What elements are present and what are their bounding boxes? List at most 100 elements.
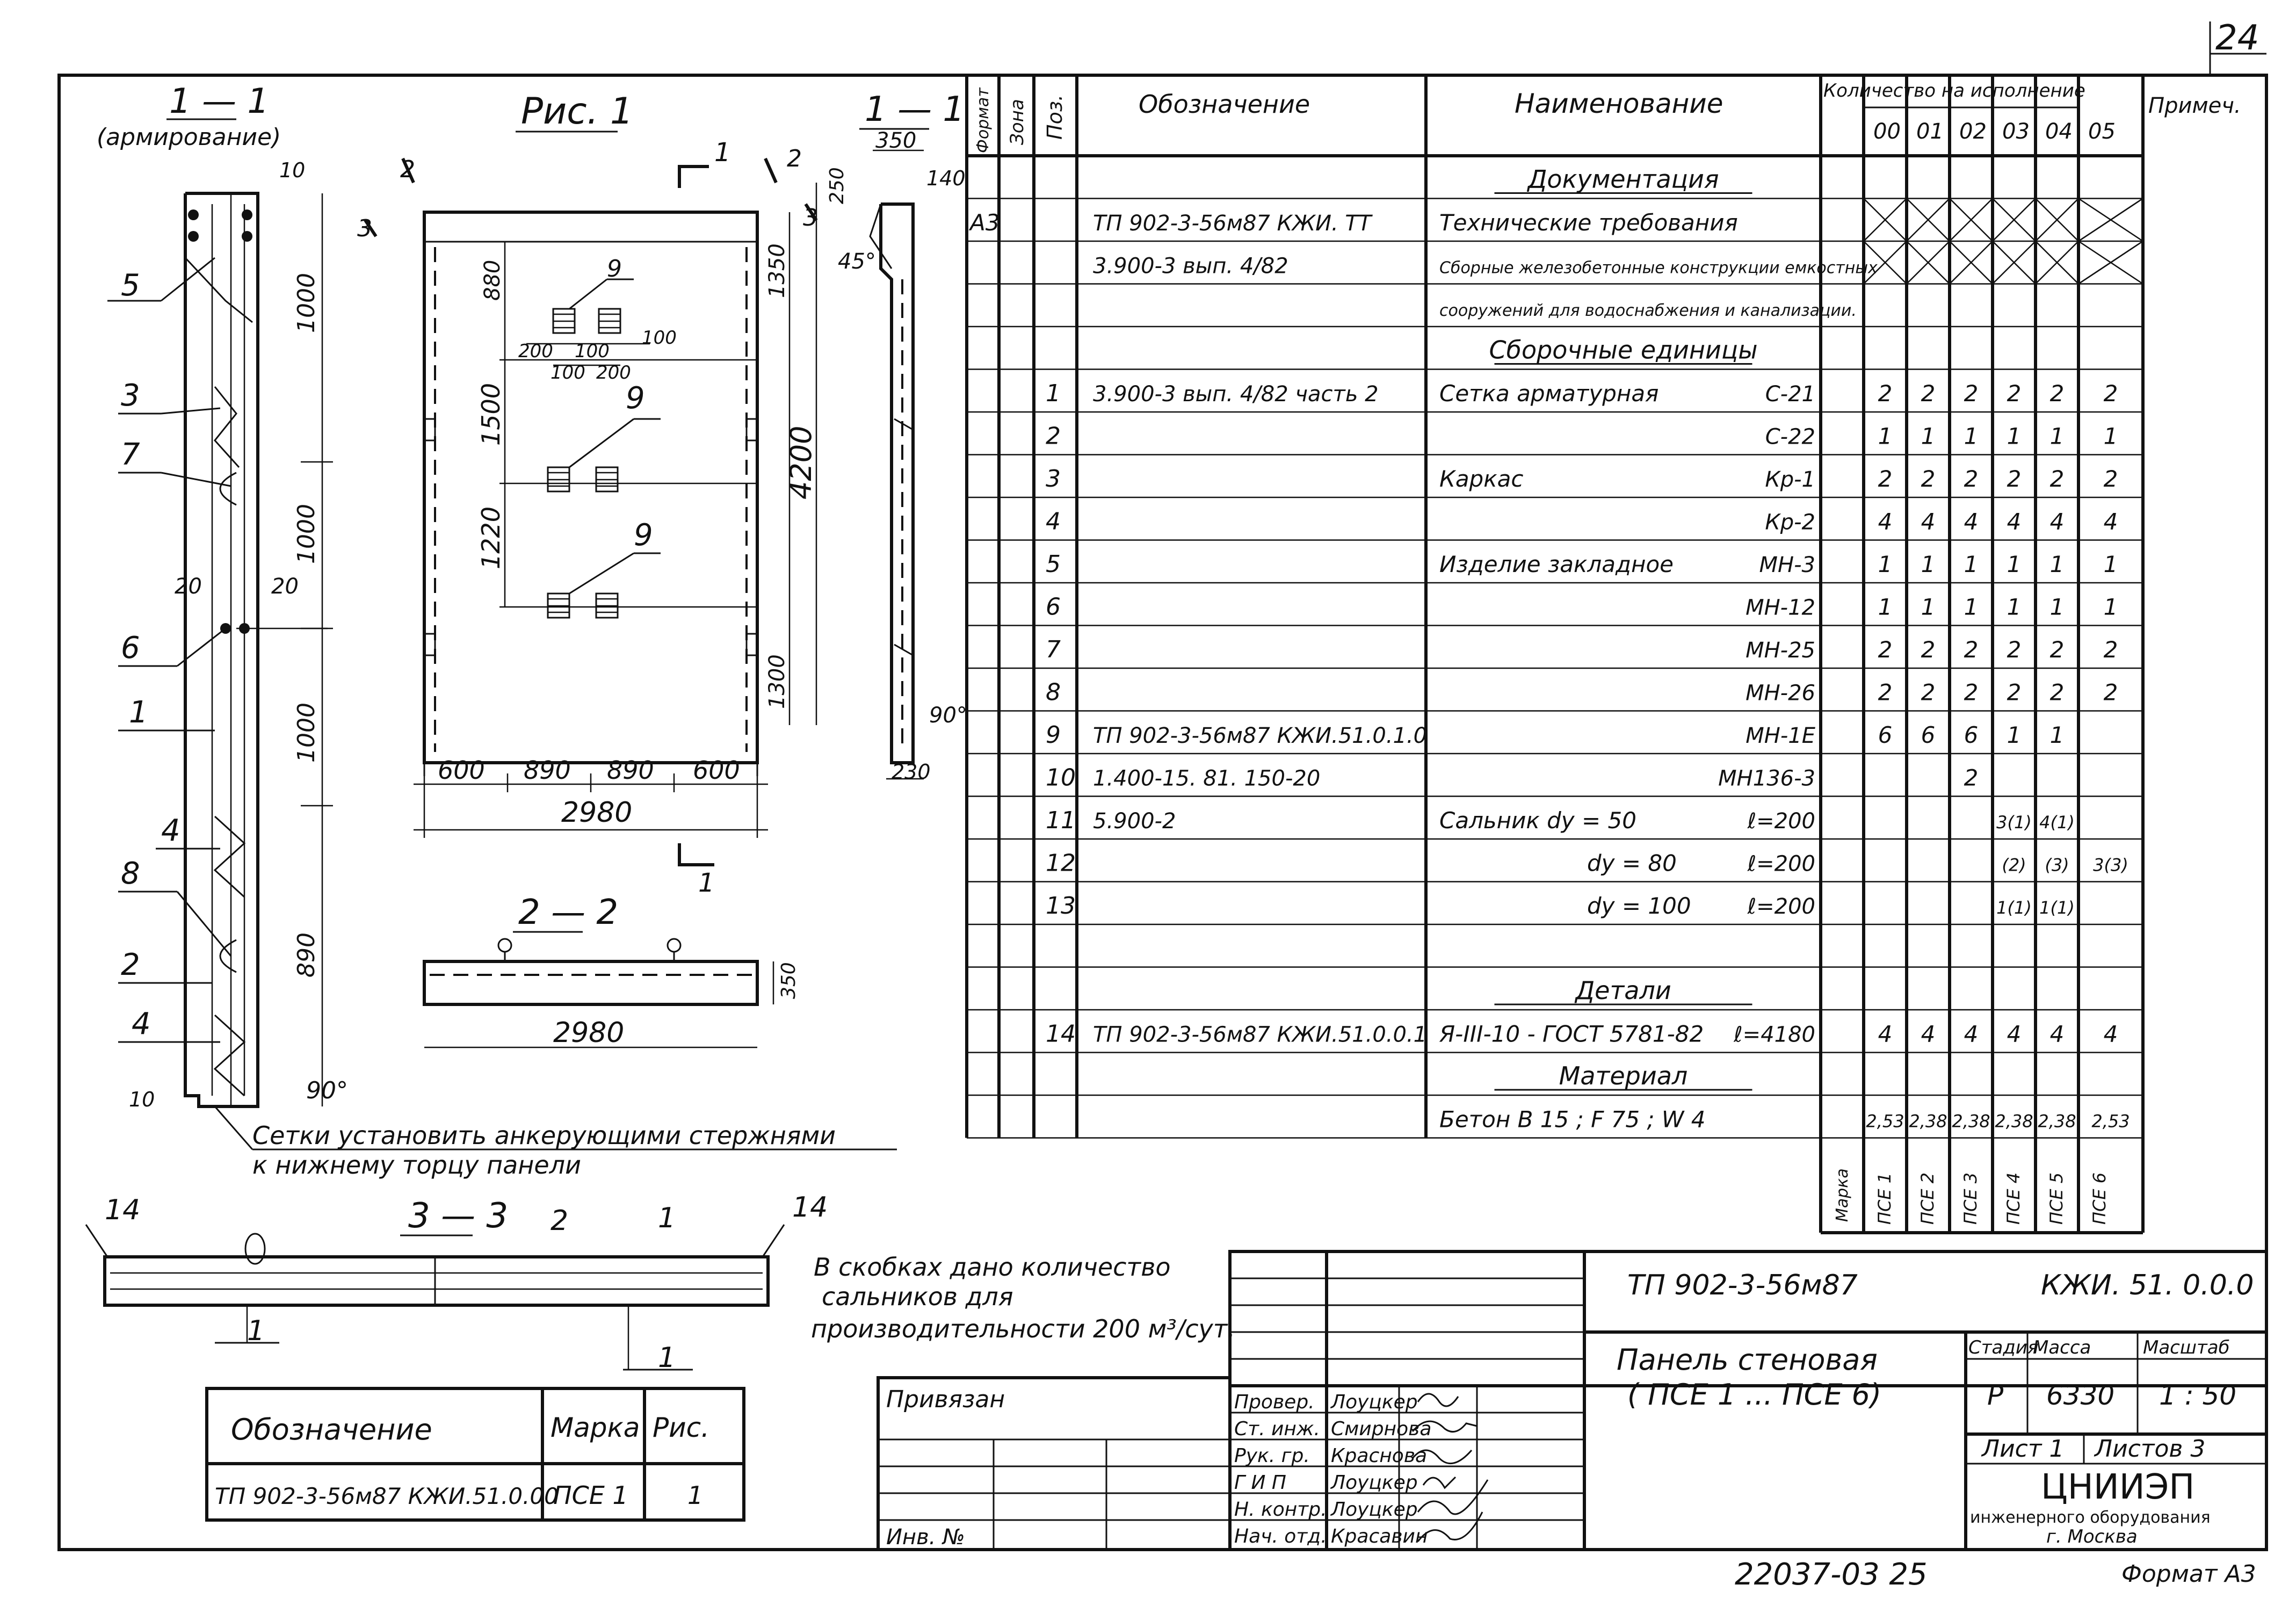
- spec-cell-qty: 1: [2050, 551, 2065, 577]
- role-dept-head: Нач. отд.: [1234, 1525, 1327, 1547]
- title-block: Привязан Инв. № Провер. Лоуцкер Ст. инж.…: [877, 1250, 2268, 1551]
- callout-4-bottom: 4: [132, 1007, 151, 1041]
- spec-cell-qty: 2: [2104, 679, 2118, 706]
- spec-header-zone: Зона: [1006, 99, 1028, 145]
- spec-cross-line: [2078, 198, 2143, 242]
- spec-cross-line: [1992, 241, 2036, 285]
- spec-cell-qty: 1: [2050, 722, 2065, 748]
- spec-cross-line: [2035, 241, 2079, 285]
- spec-cell-qty: 1: [1964, 594, 1979, 620]
- spec-cell-pos: 12: [1046, 850, 1076, 877]
- embed-group-top: [552, 308, 621, 334]
- dim-350: 350: [875, 128, 916, 153]
- spec-cell-qty: 2: [2007, 380, 2022, 407]
- note-anchor-line-1: Сетки установить анкерующими стержнями: [252, 1121, 836, 1150]
- spec-cell-pos: 1: [1046, 380, 1061, 407]
- dim-890-left: 890: [524, 756, 571, 785]
- section-3-3: 3 — 3 14 2 1 14 1 1: [85, 1191, 828, 1374]
- spec-cell-qty: 1: [2007, 594, 2022, 620]
- mass-label: Масса: [2033, 1337, 2091, 1358]
- dim-1500: 1500: [476, 383, 505, 446]
- spec-cross-line: [1906, 241, 1950, 285]
- spec-cell-qty: 6: [1878, 722, 1893, 748]
- spec-header-designation: Обозначение: [1139, 90, 1310, 119]
- name-dept-head: Красавин: [1331, 1525, 1428, 1547]
- sheet-index: Лист 1: [1981, 1435, 2064, 1463]
- dim-1220: 1220: [476, 507, 505, 569]
- callout-9-low: 9: [634, 518, 653, 553]
- note-anchor-line-2: к нижнему торцу панели: [252, 1151, 581, 1180]
- spec-mark-6: ПСЕ 6: [2089, 1173, 2110, 1225]
- section-title: 1 — 1: [169, 82, 269, 121]
- spec-cell-mark: МН-25: [1745, 638, 1815, 663]
- dim-880: 880: [480, 260, 505, 301]
- cut-1-bottom: 1: [698, 868, 715, 898]
- spec-cell-mark: МН-12: [1745, 596, 1815, 620]
- spec-cell-qty: 1: [1921, 423, 1936, 450]
- dim-1000-mid: 1000: [293, 504, 320, 564]
- spec-mark-2: ПСЕ 2: [1917, 1173, 1938, 1225]
- spec-cell-mark: МН136-3: [1718, 766, 1815, 791]
- dim-250: 250: [826, 167, 848, 204]
- organization-name: ЦНИИЭП: [2041, 1467, 2194, 1507]
- spec-cell-name: dу = 80: [1587, 850, 1677, 877]
- callout-1-c: 1: [658, 1342, 676, 1374]
- spec-mark-label: Марка: [1833, 1168, 1852, 1222]
- spec-cell-mark: ℓ=200: [1747, 894, 1815, 919]
- spec-cell-qty: 2: [1964, 679, 1979, 706]
- dim-100-b: 100: [551, 362, 585, 384]
- cut-3-right: 3: [803, 204, 818, 231]
- spec-cell-qty: 1(1): [2039, 898, 2075, 918]
- callout-14-left: 14: [105, 1194, 140, 1226]
- spec-cell-qty: 2: [2050, 466, 2065, 492]
- spec-cell-pos: 14: [1046, 1021, 1076, 1048]
- spec-cell-qty: 4: [2007, 509, 2022, 535]
- role-chief-engineer: Г И П: [1234, 1472, 1286, 1494]
- spec-cell-qty: 6: [1964, 722, 1979, 748]
- spec-cross-line: [1863, 198, 1907, 242]
- spec-cross-line: [1906, 198, 1950, 242]
- spec-cell-qty: 1: [1878, 423, 1893, 450]
- drawing-name-line-2: ( ПСЕ 1 ... ПСЕ 6): [1627, 1378, 1881, 1412]
- spec-cell-pos: 2: [1046, 423, 1061, 450]
- spec-cell-qty: 2,38: [1952, 1111, 1990, 1132]
- spec-header-name: Наименование: [1515, 88, 1723, 119]
- section-title: 3 — 3: [408, 1196, 508, 1236]
- section-title: 2 — 2: [518, 893, 618, 932]
- spec-cell-qty: 2: [1964, 466, 1979, 492]
- spec-cell-qty: 2,53: [1866, 1111, 1904, 1132]
- dim-2980-width: 2980: [553, 1017, 624, 1049]
- dim-350-height: 350: [778, 962, 800, 999]
- format-label: Формат А3: [2121, 1560, 2256, 1588]
- spec-cell-qty: 4: [2050, 509, 2065, 535]
- spec-cell-name: Бетон В 15 ; F 75 ; W 4: [1439, 1106, 1706, 1133]
- spec-cell-designation: 1.400-15. 81. 150-20: [1093, 766, 1320, 791]
- sheet-count: Листов 3: [2094, 1435, 2205, 1463]
- dim-600-left: 600: [438, 756, 485, 785]
- stage-label: Стадия: [1968, 1337, 2038, 1358]
- spec-cell-qty: 1: [2050, 594, 2065, 620]
- spec-cell-name: Каркас: [1439, 466, 1523, 492]
- section-1-1-reinforcement: 1 — 1 (армирование) 10 1000 1000 20 20 1…: [97, 82, 897, 1180]
- mass-value: 6330: [2046, 1380, 2114, 1411]
- spec-cell-qty: 1: [1921, 594, 1936, 620]
- callout-1: 1: [129, 695, 148, 730]
- inventory-label: Инв. №: [886, 1525, 965, 1550]
- mark-table-header-fig: Рис.: [653, 1412, 709, 1443]
- spec-cell-qty: 2: [1878, 466, 1893, 492]
- role-norm-control: Н. контр.: [1234, 1499, 1327, 1521]
- spec-cell-qty: 1: [2007, 423, 2022, 450]
- spec-cell-qty: 2: [1921, 466, 1936, 492]
- spec-cell-name: Технические требования: [1439, 209, 1738, 236]
- spec-cell-mark: С-21: [1765, 382, 1815, 407]
- mark-table-header-designation: Обозначение: [231, 1413, 432, 1446]
- spec-mark-3: ПСЕ 3: [1960, 1173, 1981, 1225]
- dim-1300: 1300: [765, 654, 790, 709]
- spec-cell-mark: МН-3: [1759, 553, 1815, 577]
- spec-cell-mark: МН-1Е: [1745, 723, 1815, 748]
- spec-cell-pos: 7: [1046, 636, 1061, 663]
- spec-cross-line: [1949, 198, 1993, 242]
- spec-cell-qty: 2: [1878, 679, 1893, 706]
- dim-200-a: 200: [518, 341, 553, 362]
